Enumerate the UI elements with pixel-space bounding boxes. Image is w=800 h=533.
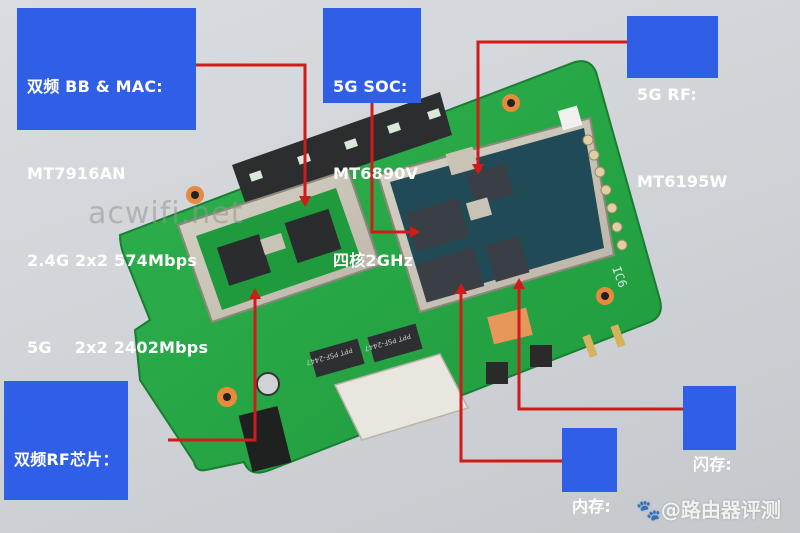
label-bb-mac-line-1: 双频 BB & MAC:: [27, 77, 163, 96]
label-soc-line-1: 5G SOC:: [333, 77, 408, 96]
author-watermark: 🐾@路由器评测: [636, 494, 781, 523]
label-bb-mac-line-3: 2.4G 2x2 574Mbps: [27, 251, 198, 270]
label-rf-5g-line-1: 5G RF:: [637, 85, 697, 104]
callout-lines: [168, 40, 686, 463]
label-bb-mac-line-2: MT7916AN: [27, 164, 126, 183]
label-rf-dual: 双频RF芯片： MT7976DN 集成2.4G FEM 集成5G FEM: [4, 381, 128, 500]
paw-icon: 🐾: [636, 498, 661, 522]
label-soc-line-3: 四核2GHz: [333, 251, 414, 270]
label-soc: 5G SOC: MT6890V 四核2GHz: [323, 8, 421, 270]
label-rf-dual-line-1: 双频RF芯片：: [14, 450, 119, 469]
silkscreen-ic6: IC6: [609, 264, 630, 289]
label-flash: 闪存: 4GB: [683, 386, 736, 474]
label-ram-line-1: 内存:: [572, 497, 611, 516]
label-bb-mac: 双频 BB & MAC: MT7916AN 2.4G 2x2 574Mbps 5…: [17, 8, 208, 357]
label-rf-5g-line-2: MT6195W: [637, 172, 728, 191]
label-soc-line-2: MT6890V: [333, 164, 419, 183]
label-rf-5g: 5G RF: MT6195W: [627, 16, 727, 191]
label-flash-line-1: 闪存:: [693, 455, 732, 474]
author-watermark-text: @路由器评测: [660, 498, 781, 522]
site-watermark: acwifi.net: [88, 196, 244, 231]
label-ram: 内存: 1GB: [562, 428, 617, 516]
label-bb-mac-line-4: 5G 2x2 2402Mbps: [27, 338, 209, 357]
